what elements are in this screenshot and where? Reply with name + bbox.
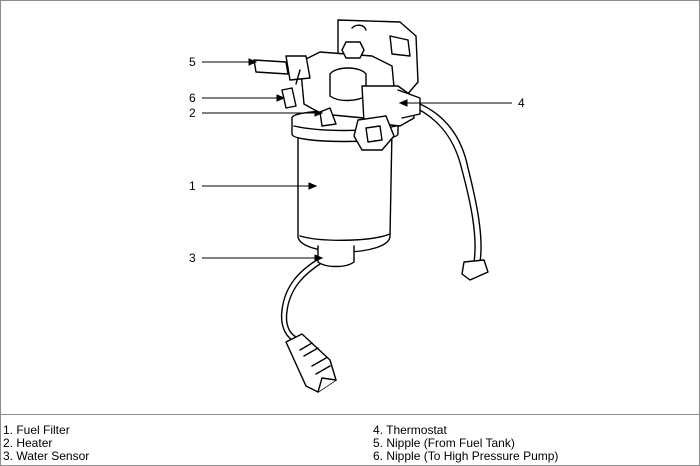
thermostat-wire-end [461,259,489,281]
outlet-nipple [281,87,297,109]
inlet-nipple [253,59,289,75]
sensor-connector [285,333,337,393]
callout-2: 2 [189,106,196,120]
callout-3: 3 [189,251,196,265]
callout-5: 5 [189,55,196,69]
legend-item: 6. Nipple (To High Pressure Pump) [373,449,559,463]
legend-item: 1. Fuel Filter [3,423,70,437]
callout-4: 4 [518,96,525,110]
legend-item: 2. Heater [3,436,53,450]
top-bolt [341,41,365,59]
legend-divider [0,414,700,415]
callout-6: 6 [189,91,196,105]
sensor-wire [280,257,321,341]
legend-left: 1. Fuel Filter 2. Heater 3. Water Sensor [3,424,89,463]
callout-1: 1 [189,179,196,193]
legend-right: 4. Thermostat 5. Nipple (From Fuel Tank)… [373,424,558,463]
legend-item: 5. Nipple (From Fuel Tank) [373,436,515,450]
legend-item: 4. Thermostat [373,423,447,437]
thermostat-wire [415,107,476,263]
fuel-filter-assembly-drawing [202,19,512,393]
legend-item: 3. Water Sensor [3,449,90,463]
water-sensor-cap [317,245,355,268]
